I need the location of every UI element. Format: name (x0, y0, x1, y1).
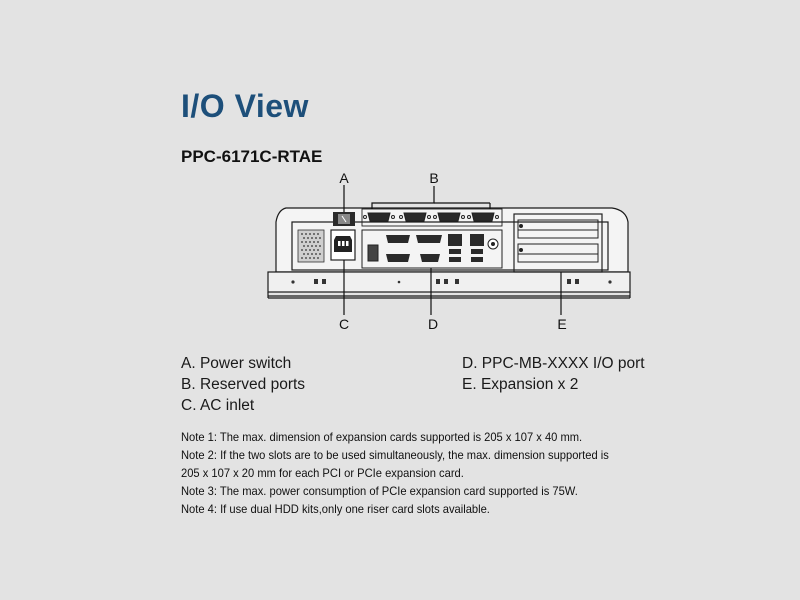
legend-item-expansion: E. Expansion x 2 (462, 376, 579, 393)
note-line: Note 4: If use dual HDD kits,only one ri… (181, 502, 490, 516)
callout-e: E (557, 316, 567, 332)
reserved-port-icon (433, 212, 465, 222)
lan-port-icon (448, 234, 462, 246)
reserved-port-icon (399, 212, 431, 222)
lan-port-icon (470, 234, 484, 246)
usb-port-icon (471, 249, 483, 254)
legend-item-io-port: D. PPC-MB-XXXX I/O port (462, 355, 645, 372)
io-board-ports-group (361, 229, 503, 269)
note-line: Note 2: If the two slots are to be used … (181, 448, 609, 462)
page-title: I/O View (181, 88, 309, 124)
expansion-slots-group (513, 213, 603, 273)
chassis-bezel (267, 271, 631, 293)
legend-right: D. PPC-MB-XXXX I/O port E. Expansion x 2 (462, 353, 645, 395)
ac-inlet-icon (330, 229, 356, 261)
legend-item-reserved-ports: B. Reserved ports (181, 376, 306, 393)
serial-port-icon (386, 235, 410, 243)
note-line: Note 3: The max. power consumption of PC… (181, 484, 578, 498)
callout-c: C (338, 316, 350, 332)
callout-a: A (339, 170, 349, 186)
callout-d: D (427, 316, 439, 332)
io-rear-panel-diagram (267, 185, 631, 315)
reserved-ports-group (361, 208, 503, 227)
note-line: 205 x 107 x 20 mm for each PCI or PCIe e… (181, 466, 464, 480)
serial-port-icon (386, 254, 410, 262)
usb-port-icon (449, 257, 461, 262)
small-connector-icon (367, 244, 379, 262)
usb-port-icon (449, 249, 461, 254)
hdmi-port-icon (420, 254, 440, 262)
model-name: PPC-6171C-RTAE (181, 147, 323, 166)
note-line: Note 1: The max. dimension of expansion … (181, 430, 583, 444)
reserved-port-icon (363, 212, 395, 222)
vga-port-icon (416, 235, 442, 243)
callout-b: B (429, 170, 439, 186)
leader-line-b (371, 186, 435, 209)
notes-block: Note 1: The max. dimension of expansion … (181, 428, 609, 518)
power-switch-icon (333, 212, 355, 226)
expansion-slot-icon (517, 219, 599, 239)
vent-grill-icon (297, 229, 325, 263)
legend-item-power-switch: A. Power switch (181, 355, 292, 372)
inner-panel (291, 221, 609, 271)
reserved-port-icon (467, 212, 499, 222)
usb-port-icon (471, 257, 483, 262)
expansion-slot-icon (517, 243, 599, 263)
legend-left: A. Power switch B. Reserved ports C. AC … (181, 353, 305, 416)
legend-item-ac-inlet: C. AC inlet (181, 397, 255, 414)
